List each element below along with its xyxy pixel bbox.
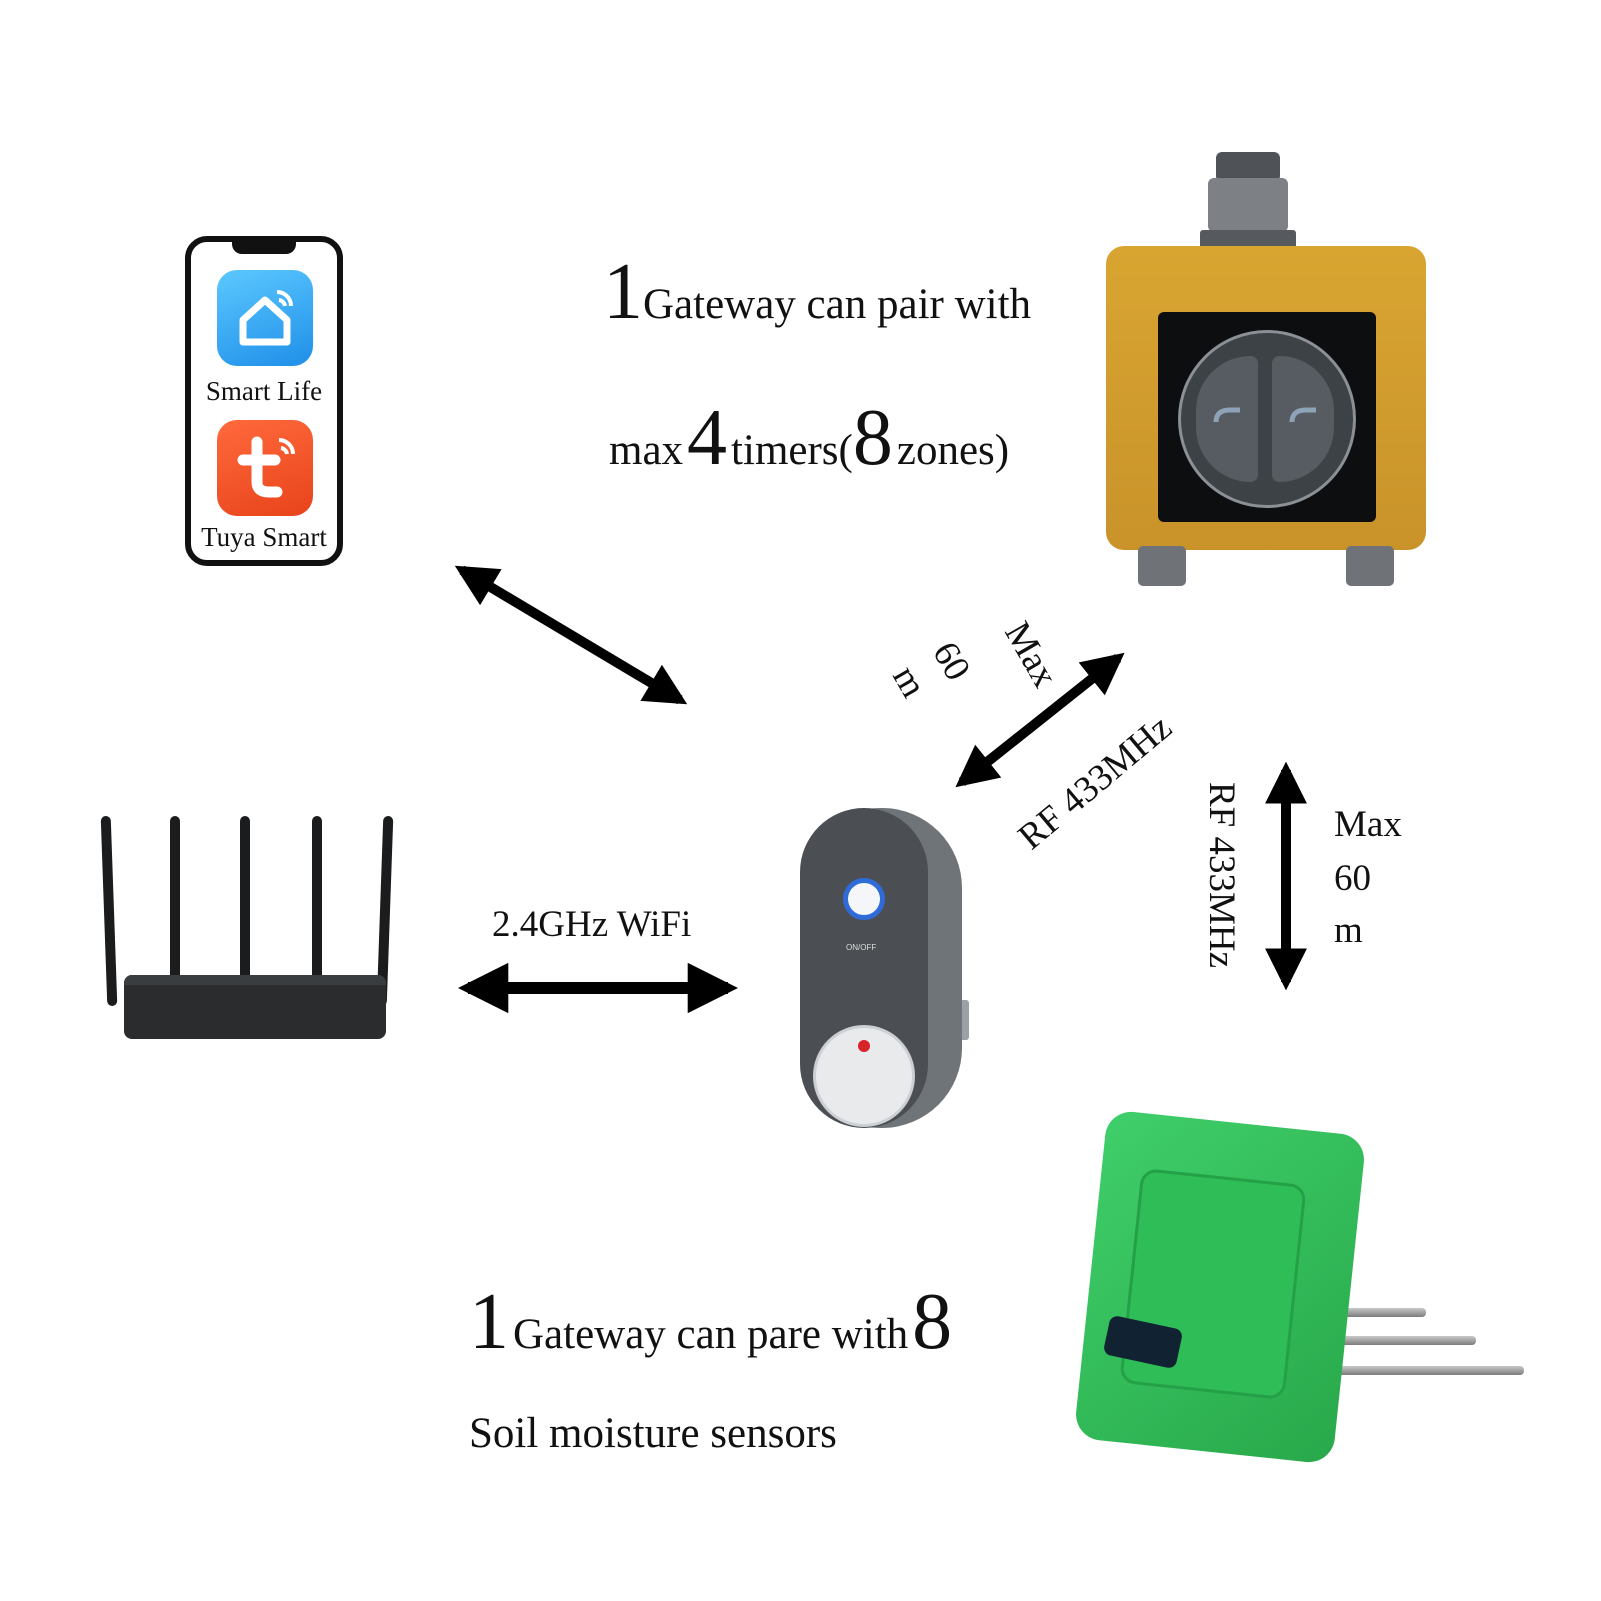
phone-notch — [232, 240, 296, 254]
wifi-label: 2.4GHz WiFi — [492, 904, 692, 945]
top-text-timers: timers( — [731, 427, 853, 474]
vertical-rf-label: RF 433MHz — [1201, 782, 1242, 969]
bottom-number-8: 8 — [912, 1278, 953, 1366]
arrow-phone-gateway — [454, 565, 688, 705]
tuya-smart-label: Tuya Smart — [201, 522, 327, 552]
bottom-text-line2: Soil moisture sensors — [469, 1410, 837, 1457]
vertical-max-label: Max — [1334, 804, 1402, 845]
top-text-line1: 1Gateway can pair with — [603, 252, 1031, 332]
sensor-probe — [1308, 1308, 1426, 1317]
top-number-1: 1 — [603, 248, 643, 336]
vertical-m-label: m — [1334, 910, 1363, 951]
top-text-max: max — [609, 427, 684, 474]
router-body — [124, 975, 386, 1039]
top-text-line2: max 4 timers(8 zones) — [609, 398, 1009, 478]
top-number-8: 8 — [852, 394, 893, 482]
sensor-face — [1119, 1167, 1307, 1401]
router-antenna — [170, 816, 180, 1006]
timer-inlet-cap — [1216, 152, 1280, 182]
gateway-socket — [813, 1025, 915, 1127]
gateway-socket-indicator — [858, 1040, 870, 1052]
router-top — [124, 975, 386, 985]
bottom-text-gateway: Gateway can pare with — [513, 1311, 909, 1358]
router-antenna — [240, 816, 250, 1006]
smart-life-app-icon — [217, 270, 313, 366]
timer-outlet-left — [1138, 546, 1186, 586]
router-antenna — [312, 816, 322, 1006]
home-icon — [239, 290, 293, 346]
sensor-probe — [1316, 1336, 1476, 1345]
smartphone: Smart Life Tuya Smart — [185, 236, 343, 566]
tuya-t-icon — [237, 436, 295, 498]
bottom-number-1: 1 — [469, 1278, 509, 1366]
tuya-smart-app-icon — [217, 420, 313, 516]
top-number-4: 4 — [687, 394, 728, 482]
timer-inlet-nut — [1208, 178, 1288, 232]
timer-outlet-right — [1346, 546, 1394, 586]
top-text-zones: zones) — [896, 427, 1010, 474]
vertical-60-label: 60 — [1334, 858, 1371, 899]
timer-inlet-base — [1200, 230, 1296, 250]
gateway-led-text: ON/OFF — [846, 943, 877, 952]
smart-life-label: Smart Life — [205, 376, 323, 406]
top-text-gateway: Gateway can pair with — [643, 281, 1032, 328]
arrow-gateway-timer — [955, 652, 1125, 788]
sensor-probe — [1304, 1366, 1524, 1375]
bottom-text-line1: 1 Gateway can pare with 8 — [469, 1282, 952, 1362]
tap-icons — [1213, 407, 1316, 423]
gateway-led-ring — [843, 878, 885, 920]
